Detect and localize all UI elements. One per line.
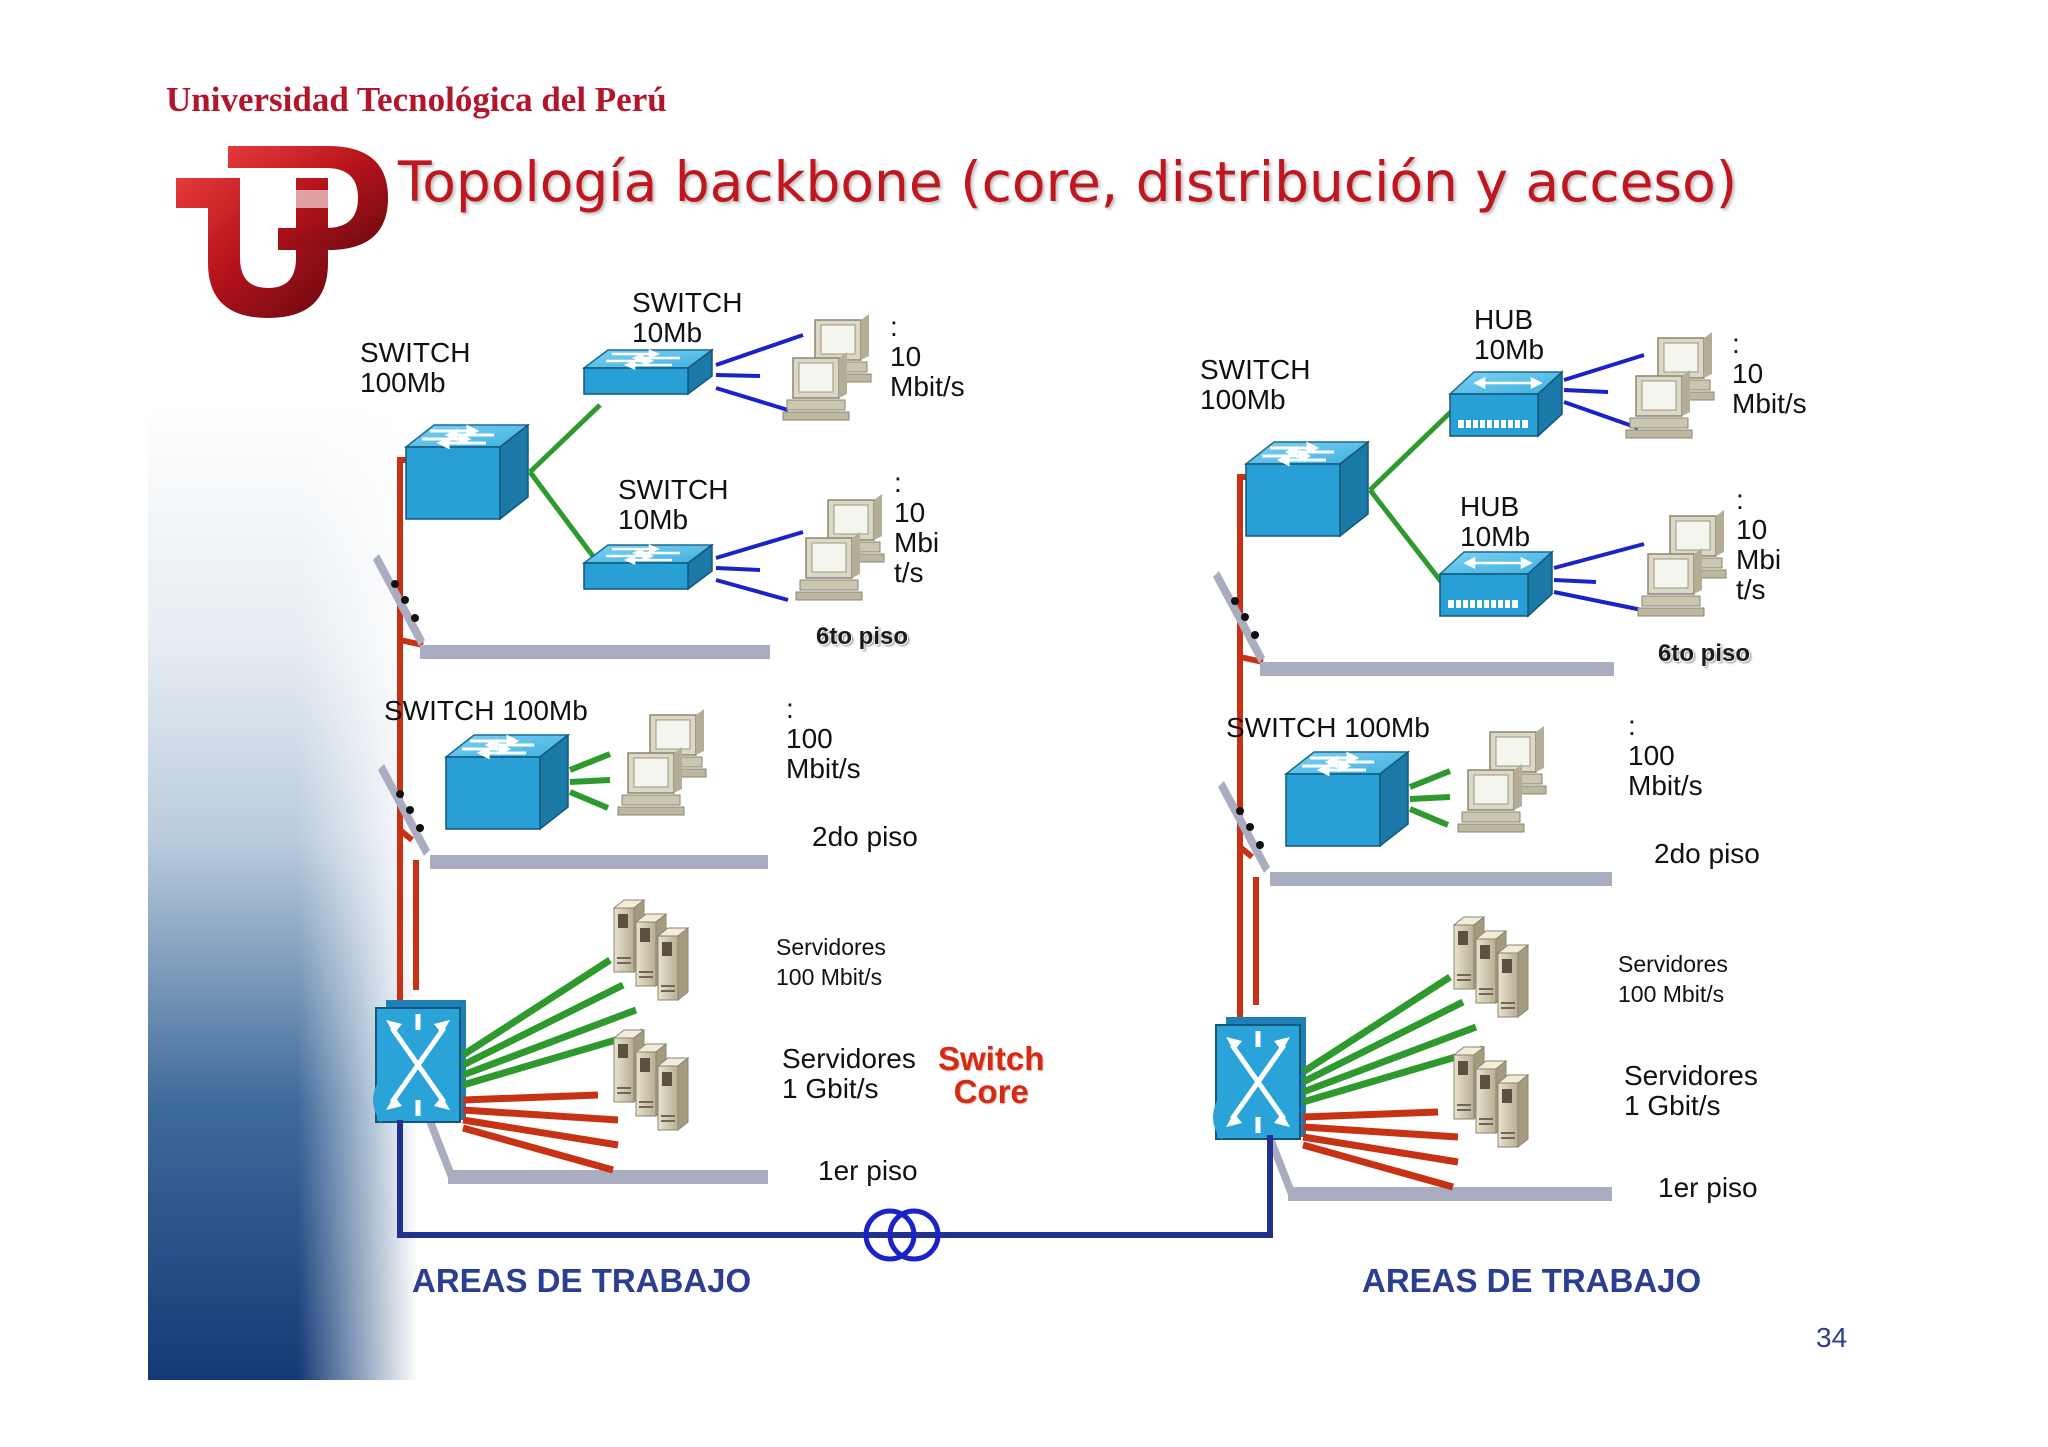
switch-10mb-b-left [582, 543, 714, 591]
floor-2-left [430, 855, 768, 869]
floor-1-left [448, 1170, 768, 1184]
areas-de-trabajo-right: AREAS DE TRABAJO [1362, 1262, 1702, 1299]
pc-icon [1638, 510, 1726, 616]
label-speed-10: : 10 Mbit/s [1732, 328, 1807, 419]
floor-6-right [1260, 662, 1614, 676]
label-floor-6: 6to piso [1658, 640, 1751, 667]
pc-icon [1626, 332, 1714, 438]
label-switch-100mb: SWITCH 100Mb [360, 337, 471, 398]
core-switch-right [1216, 1017, 1306, 1139]
label-speed-10b: : 10 Mbi t/s [1736, 484, 1782, 605]
label-floor-1: 1er piso [818, 1155, 918, 1186]
label-floor-2: 2do piso [812, 821, 918, 852]
server-rack-icon [614, 1030, 688, 1130]
areas-de-trabajo-left: AREAS DE TRABAJO [412, 1262, 752, 1299]
label-servers-100: Servidores 100 Mbit/s [1618, 951, 1728, 1007]
wan-link-icon [863, 1208, 941, 1262]
label-hub-10mb-b: HUB 10Mb [1460, 491, 1531, 552]
pc-icon [618, 709, 706, 815]
label-hub-10mb-a: HUB 10Mb [1474, 304, 1545, 365]
switch-100mb-right [1244, 440, 1370, 538]
label-servers-100: Servidores 100 Mbit/s [776, 934, 886, 990]
switch-10mb-a-left [582, 348, 714, 396]
hub-10mb-a-right [1448, 370, 1564, 438]
switch-100mb-floor2-left [444, 733, 570, 831]
pc-icon [783, 314, 871, 420]
label-switch-10mb-b: SWITCH 10Mb [618, 474, 729, 535]
label-speed-10b: : 10 Mbi t/s [894, 467, 940, 588]
backbone-trunk [397, 1120, 1273, 1238]
page-number: 34 [1816, 1322, 1848, 1353]
label-speed-100: : 100 Mbit/s [786, 693, 861, 784]
left-network [373, 314, 884, 1184]
server-rack-icon [1454, 1047, 1528, 1147]
hub-10mb-b-right [1438, 550, 1554, 618]
label-switch-10mb-a: SWITCH 10Mb [632, 287, 743, 348]
floor-2-right [1270, 872, 1612, 886]
label-servers-1g: Servidores 1 Gbit/s [782, 1043, 916, 1104]
server-rack-icon [614, 900, 688, 1000]
switch-100mb-left [404, 423, 530, 521]
slide: Universidad Tecnológica del Perú Topolog… [148, 70, 1908, 1380]
label-switch-100mb: SWITCH 100Mb [1200, 354, 1311, 415]
server-rack-icon [1454, 917, 1528, 1017]
switch-100mb-floor2-right [1284, 750, 1410, 848]
utp-logo-icon [176, 146, 388, 318]
label-servers-1g: Servidores 1 Gbit/s [1624, 1060, 1758, 1121]
label-switch-100mb-floor2: SWITCH 100Mb [1226, 712, 1430, 743]
label-switch-100mb-floor2: SWITCH 100Mb [384, 695, 588, 726]
university-name: Universidad Tecnológica del Perú [166, 80, 667, 119]
floor-1-right [1288, 1187, 1612, 1201]
switch-core-label: Switch Core [938, 1040, 1045, 1110]
pc-icon [1458, 726, 1546, 832]
label-floor-6: 6to piso [816, 623, 909, 650]
label-floor-2: 2do piso [1654, 838, 1760, 869]
floor-6-left [420, 645, 770, 659]
right-network [1213, 332, 1726, 1201]
label-speed-100: : 100 Mbit/s [1628, 710, 1703, 801]
slide-title: Topología backbone (core, distribución y… [398, 150, 1738, 214]
network-diagram [373, 70, 1908, 1262]
core-switch-left [376, 1000, 466, 1122]
pc-icon [796, 494, 884, 600]
label-floor-1: 1er piso [1658, 1172, 1758, 1203]
label-speed-10: : 10 Mbit/s [890, 311, 965, 402]
